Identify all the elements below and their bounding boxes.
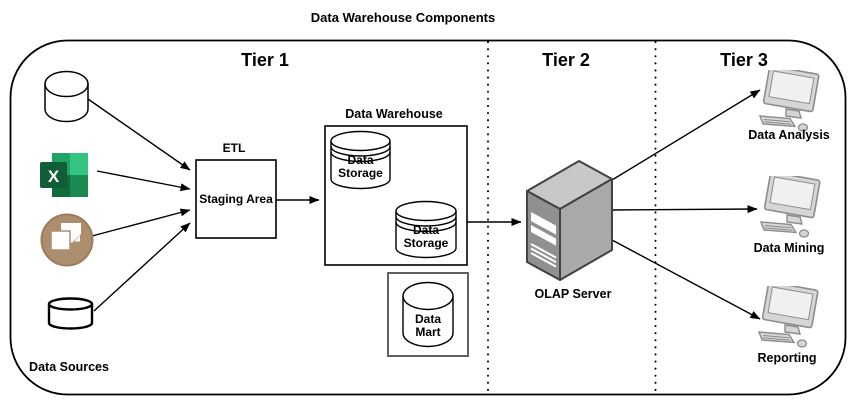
connector-arrows [87,89,761,320]
reporting-computer-icon [758,286,819,348]
reporting-label: Reporting [757,351,817,365]
data-mining-computer-icon [760,176,821,238]
staging-area-label: Staging Area [199,192,273,206]
arrow-excel-to-staging [96,170,191,192]
excel-x-letter: X [48,167,60,186]
data-mart-cylinder [402,281,454,348]
data-mart-label: Data Mart [414,312,441,339]
staging-area-box [195,159,277,239]
arrow-database2-to-staging [93,222,191,312]
arrow-database1-to-staging [87,98,191,171]
source-database2-icon [47,297,94,330]
tier1-label: Tier 1 [241,50,289,70]
data-storage-cylinder-2 [395,200,457,259]
arrow-olap-to-analysis [611,89,761,181]
tier2-label: Tier 2 [542,50,590,70]
source-excel-icon: X [40,153,88,197]
arrow-olap-to-mining [611,205,758,214]
arrow-files-to-staging [91,208,191,237]
etl-label: ETL [222,141,246,155]
data-mining-label: Data Mining [753,241,825,255]
source-database1-icon [44,70,89,123]
data-storage-cylinder-1 [330,130,391,190]
data-sources-label: Data Sources [29,360,109,374]
diagram-boundary [9,39,847,396]
olap-server-icon [526,160,613,281]
data-analysis-computer-icon [759,70,820,132]
data-analysis-label: Data Analysis [748,128,830,142]
data-storage-2-label: Data Storage [403,223,449,250]
source-files-copy-icon [40,213,94,267]
diagram-title: Data Warehouse Components [310,10,496,25]
arrow-olap-to-reporting [611,239,761,320]
olap-server-label: OLAP Server [534,287,612,301]
data-warehouse-label: Data Warehouse [345,107,443,121]
data-storage-1-label: Data Storage [338,153,383,180]
tier3-label: Tier 3 [720,50,768,70]
